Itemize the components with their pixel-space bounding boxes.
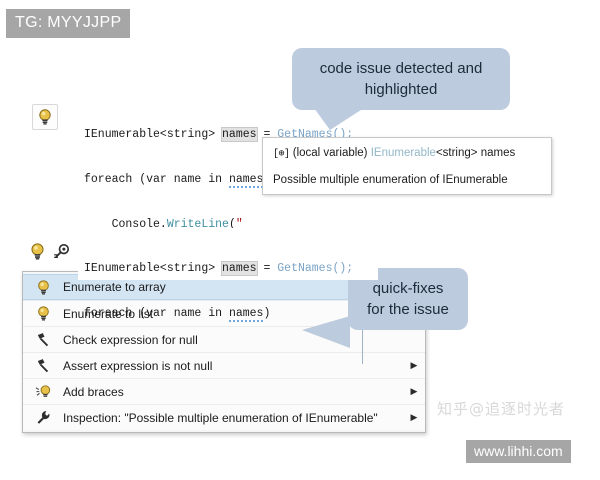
- callout-pointer-line: [362, 330, 363, 364]
- hammer-icon: [23, 332, 63, 347]
- menu-item-label: Enumerate to list: [63, 306, 154, 321]
- menu-item-label: Inspection: "Possible multiple enumerati…: [63, 410, 378, 425]
- code-line: Console.WriteLine(": [84, 218, 243, 231]
- menu-item-add-braces[interactable]: Add braces ▶: [23, 378, 425, 404]
- lightbulb-icon: [23, 306, 63, 321]
- tooltip-generic: <string>: [435, 147, 478, 159]
- lightbulb-icon: [39, 109, 51, 125]
- callout-fixes-line2: for the issue: [367, 301, 449, 318]
- menu-item-assert-expression-is-not-null[interactable]: Assert expression is not null ▶: [23, 352, 425, 378]
- code-line: IEnumerable<string> names = GetNames();: [84, 261, 354, 276]
- callout-issue-line1: code issue detected and: [319, 60, 483, 77]
- hammer-icon: [23, 358, 63, 373]
- tooltip-type: IEnumerable: [370, 147, 436, 159]
- menu-item-label: Check expression for null: [63, 332, 198, 347]
- lightbulb-icon: [31, 243, 44, 260]
- gutter-lightbulb-1[interactable]: [32, 104, 58, 130]
- tg-badge: TG: MYYJJPP: [6, 9, 131, 38]
- lightbulb-sparkle-icon: [23, 384, 63, 399]
- magnifier-gear-icon: [54, 243, 70, 258]
- menu-item-inspection[interactable]: Inspection: "Possible multiple enumerati…: [23, 404, 425, 430]
- tooltip-message: Possible multiple enumeration of IEnumer…: [273, 174, 508, 186]
- submenu-arrow-icon: ▶: [410, 386, 418, 396]
- tooltip-badge-icon: [⊕]: [273, 149, 290, 160]
- callout-tail: [302, 316, 350, 348]
- callout-code-issue: code issue detected and highlighted: [292, 48, 510, 130]
- watermark-url: www.lihhi.com: [466, 440, 571, 463]
- gutter-inspect-button[interactable]: [53, 243, 70, 265]
- menu-item-label: Add braces: [63, 384, 124, 399]
- code-line: foreach (var name in names): [84, 173, 270, 188]
- wrench-icon: [23, 410, 63, 425]
- gutter-actions-row[interactable]: [30, 243, 70, 265]
- callout-issue-line2: highlighted: [364, 81, 438, 98]
- submenu-arrow-icon: ▶: [410, 412, 418, 422]
- gutter-lightbulb-2[interactable]: [30, 243, 45, 265]
- tooltip-kind: (local variable): [292, 147, 368, 159]
- menu-item-label: Enumerate to array: [63, 280, 166, 294]
- code-block-secondary: IEnumerable<string> names = GetNames(); …: [78, 228, 378, 322]
- tooltip-declaration-row: [⊕] (local variable) IEnumerable<string>…: [273, 145, 541, 163]
- menu-item-check-expression-for-null[interactable]: Check expression for null: [23, 326, 425, 352]
- submenu-arrow-icon: ▶: [410, 360, 418, 370]
- watermark-zhihu: 知乎@追逐时光者: [437, 400, 566, 418]
- code-line: foreach (var name in names): [84, 307, 271, 322]
- callout-quick-fixes: quick-fixes for the issue: [302, 268, 468, 364]
- callout-tail: [314, 108, 364, 130]
- inspection-tooltip: [⊕] (local variable) IEnumerable<string>…: [262, 137, 552, 195]
- tooltip-variable-name: names: [480, 147, 516, 159]
- lightbulb-icon: [23, 279, 63, 295]
- menu-item-label: Assert expression is not null: [63, 358, 213, 373]
- callout-fixes-line1: quick-fixes: [372, 280, 444, 297]
